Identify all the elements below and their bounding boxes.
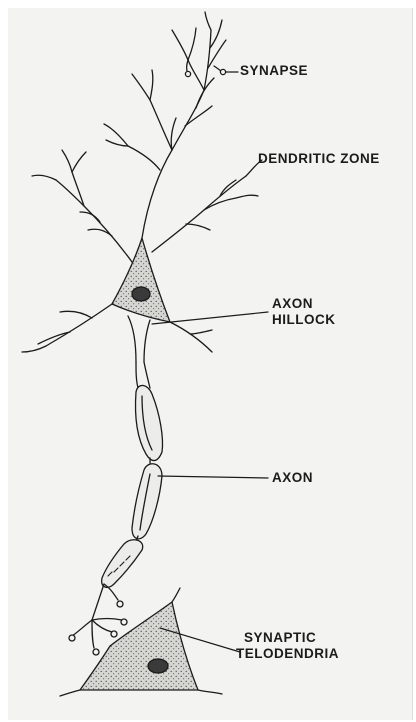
axon-hillock — [128, 316, 150, 388]
myelin-segment-2 — [132, 464, 162, 539]
right-dendrites — [152, 160, 262, 252]
axon-leader — [158, 476, 268, 478]
left-dendrites — [32, 150, 132, 262]
cell-body — [22, 238, 212, 352]
label-axon-hillock-line1: AXON — [272, 296, 336, 312]
leader-lines — [152, 72, 268, 652]
label-synaptic-telodendria: SYNAPTIC TELODENDRIA — [236, 630, 339, 662]
label-dendritic-zone: DENDRITIC ZONE — [258, 151, 380, 167]
target-cell — [60, 588, 222, 696]
label-axon: AXON — [272, 470, 313, 486]
label-axon-hillock-line2: HILLOCK — [272, 312, 336, 328]
label-synapse: SYNAPSE — [240, 63, 308, 79]
label-axon-hillock: AXON HILLOCK — [272, 296, 336, 328]
myelin-segment-1 — [135, 385, 162, 460]
apical-dendrite — [104, 12, 226, 238]
label-synaptic-line2: TELODENDRIA — [236, 646, 339, 662]
hillock-leader — [152, 312, 268, 324]
myelin-segment-3 — [102, 540, 143, 588]
label-synaptic-line1: SYNAPTIC — [236, 630, 339, 646]
